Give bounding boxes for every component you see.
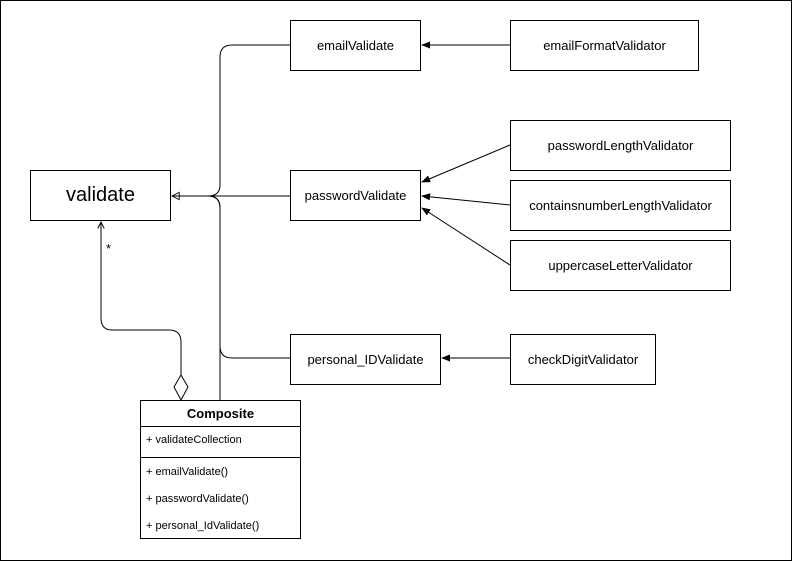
edge-composite-aggregation bbox=[101, 222, 182, 376]
validate-node[interactable]: validate bbox=[30, 170, 171, 221]
checkDigitValidator-node[interactable]: checkDigitValidator bbox=[510, 334, 656, 385]
emailFormatValidator-label: emailFormatValidator bbox=[543, 38, 666, 53]
aggregation-diamond-icon bbox=[173, 374, 189, 402]
composite-attributes: + validateCollection bbox=[141, 427, 300, 458]
passwordLengthValidator-label: passwordLengthValidator bbox=[547, 138, 694, 153]
personalIDValidate-node[interactable]: personal_IDValidate bbox=[290, 334, 441, 385]
composite-class[interactable]: Composite + validateCollection + emailVa… bbox=[140, 400, 301, 539]
emailFormatValidator-node[interactable]: emailFormatValidator bbox=[510, 20, 699, 71]
composite-operations: + emailValidate() + passwordValidate() +… bbox=[141, 458, 300, 540]
uppercaseLetterValidator-node[interactable]: uppercaseLetterValidator bbox=[510, 240, 731, 291]
edge-containsnumberLengthValidator-to-passwordValidate bbox=[421, 193, 511, 206]
checkDigitValidator-label: checkDigitValidator bbox=[527, 352, 639, 367]
passwordValidate-label: passwordValidate bbox=[304, 188, 407, 203]
composite-operation: + emailValidate() bbox=[146, 466, 229, 478]
validate-label: validate bbox=[66, 184, 135, 206]
containsnumberLengthValidator-label: containsnumberLengthValidator bbox=[529, 198, 712, 213]
edge-passwordLengthValidator-to-passwordValidate bbox=[421, 144, 511, 183]
passwordValidate-node[interactable]: passwordValidate bbox=[290, 170, 421, 221]
edge-uppercaseLetterValidator-to-passwordValidate bbox=[421, 207, 511, 266]
composite-operation: + passwordValidate() bbox=[146, 493, 249, 505]
composite-class-name: Composite bbox=[141, 401, 300, 427]
emailValidate-node[interactable]: emailValidate bbox=[290, 20, 421, 71]
composite-attribute: + validateCollection bbox=[146, 434, 242, 446]
personalIDValidate-label: personal_IDValidate bbox=[307, 352, 424, 367]
uppercaseLetterValidator-label: uppercaseLetterValidator bbox=[548, 258, 693, 273]
emailValidate-label: emailValidate bbox=[316, 38, 395, 53]
passwordLengthValidator-node[interactable]: passwordLengthValidator bbox=[510, 120, 731, 171]
composite-operation: + personal_IdValidate() bbox=[146, 520, 260, 532]
multiplicity-label: * bbox=[106, 241, 112, 256]
edge-emailValidate-to-validate bbox=[172, 44, 290, 196]
containsnumberLengthValidator-node[interactable]: containsnumberLengthValidator bbox=[510, 180, 731, 231]
edge-composite-to-validate bbox=[207, 195, 221, 400]
